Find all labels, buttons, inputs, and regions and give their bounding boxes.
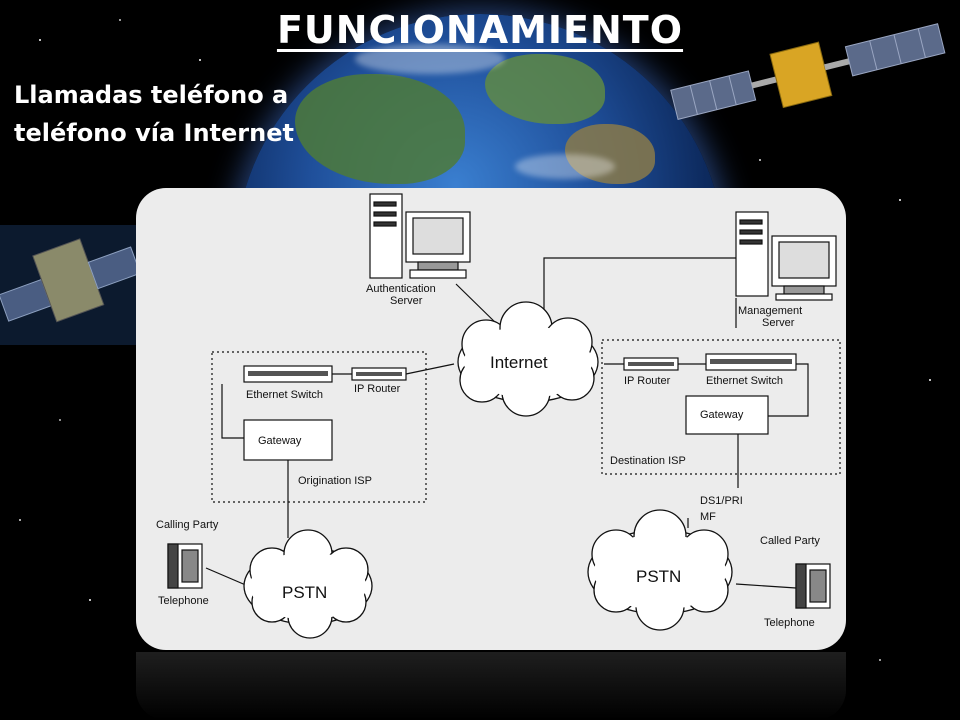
ip-router-label-orig: IP Router bbox=[354, 383, 401, 395]
ethernet-switch-label-dest: Ethernet Switch bbox=[706, 375, 783, 387]
link-internet-mgmt bbox=[543, 257, 736, 316]
gateway-label-dest: Gateway bbox=[700, 409, 744, 421]
pstn-cloud-orig bbox=[243, 529, 373, 639]
link-switch-gateway-orig bbox=[221, 384, 244, 439]
voip-network-diagram: Authentication Server Management Server … bbox=[156, 193, 841, 639]
pstn-cloud-dest bbox=[587, 509, 733, 631]
link-router-internet-orig bbox=[405, 363, 455, 375]
auth-server-icon bbox=[369, 193, 471, 279]
router-body-dest bbox=[628, 362, 674, 366]
pstn-label-orig: PSTN bbox=[282, 583, 327, 602]
telephone-icon-orig bbox=[167, 543, 203, 589]
link-switch-gateway-dest bbox=[768, 363, 809, 417]
switch-ports-dest bbox=[710, 359, 792, 364]
mgmt-server-icon bbox=[735, 211, 837, 301]
calling-party-label: Calling Party bbox=[156, 519, 219, 531]
telephone-label-dest: Telephone bbox=[764, 617, 815, 629]
pstn-label-dest: PSTN bbox=[636, 567, 681, 586]
auth-server-label-1: Authentication bbox=[366, 283, 436, 295]
satellite-top-right bbox=[670, 23, 946, 120]
gateway-orig bbox=[243, 419, 333, 461]
ds1-label-2: MF bbox=[700, 511, 716, 523]
destination-isp-label: Destination ISP bbox=[610, 455, 686, 467]
subtitle-line-2: teléfono vía Internet bbox=[14, 119, 294, 147]
ethernet-switch-label-orig: Ethernet Switch bbox=[246, 389, 323, 401]
internet-cloud bbox=[457, 301, 599, 417]
origination-isp-label: Origination ISP bbox=[298, 475, 372, 487]
origination-isp-box bbox=[211, 351, 427, 503]
gateway-dest bbox=[685, 395, 769, 435]
panel-reflection bbox=[136, 652, 846, 720]
destination-isp-box bbox=[601, 339, 841, 475]
slide-title: FUNCIONAMIENTO bbox=[0, 8, 960, 52]
slide-subtitle: Llamadas teléfono a teléfono vía Interne… bbox=[14, 76, 314, 152]
gateway-label-orig: Gateway bbox=[258, 435, 302, 447]
mgmt-server-label-2: Server bbox=[762, 317, 795, 329]
network-diagram-panel: Authentication Server Management Server … bbox=[136, 188, 846, 650]
subtitle-line-1: Llamadas teléfono a bbox=[14, 81, 289, 109]
mgmt-server-label-1: Management bbox=[738, 305, 802, 317]
link-phone-pstn-orig bbox=[205, 567, 249, 587]
ip-router-label-dest: IP Router bbox=[624, 375, 671, 387]
ds1-label-1: DS1/PRI bbox=[700, 495, 743, 507]
switch-ports-orig bbox=[248, 371, 328, 376]
router-body-orig bbox=[356, 372, 402, 376]
title-text: FUNCIONAMIENTO bbox=[276, 8, 684, 52]
link-pstn-phone-dest bbox=[735, 583, 797, 589]
internet-label: Internet bbox=[490, 353, 548, 372]
auth-server-label-2: Server bbox=[390, 295, 423, 307]
telephone-icon-dest bbox=[795, 563, 831, 609]
satellite-left bbox=[0, 225, 140, 345]
telephone-label-orig: Telephone bbox=[158, 595, 209, 607]
called-party-label: Called Party bbox=[760, 535, 820, 547]
